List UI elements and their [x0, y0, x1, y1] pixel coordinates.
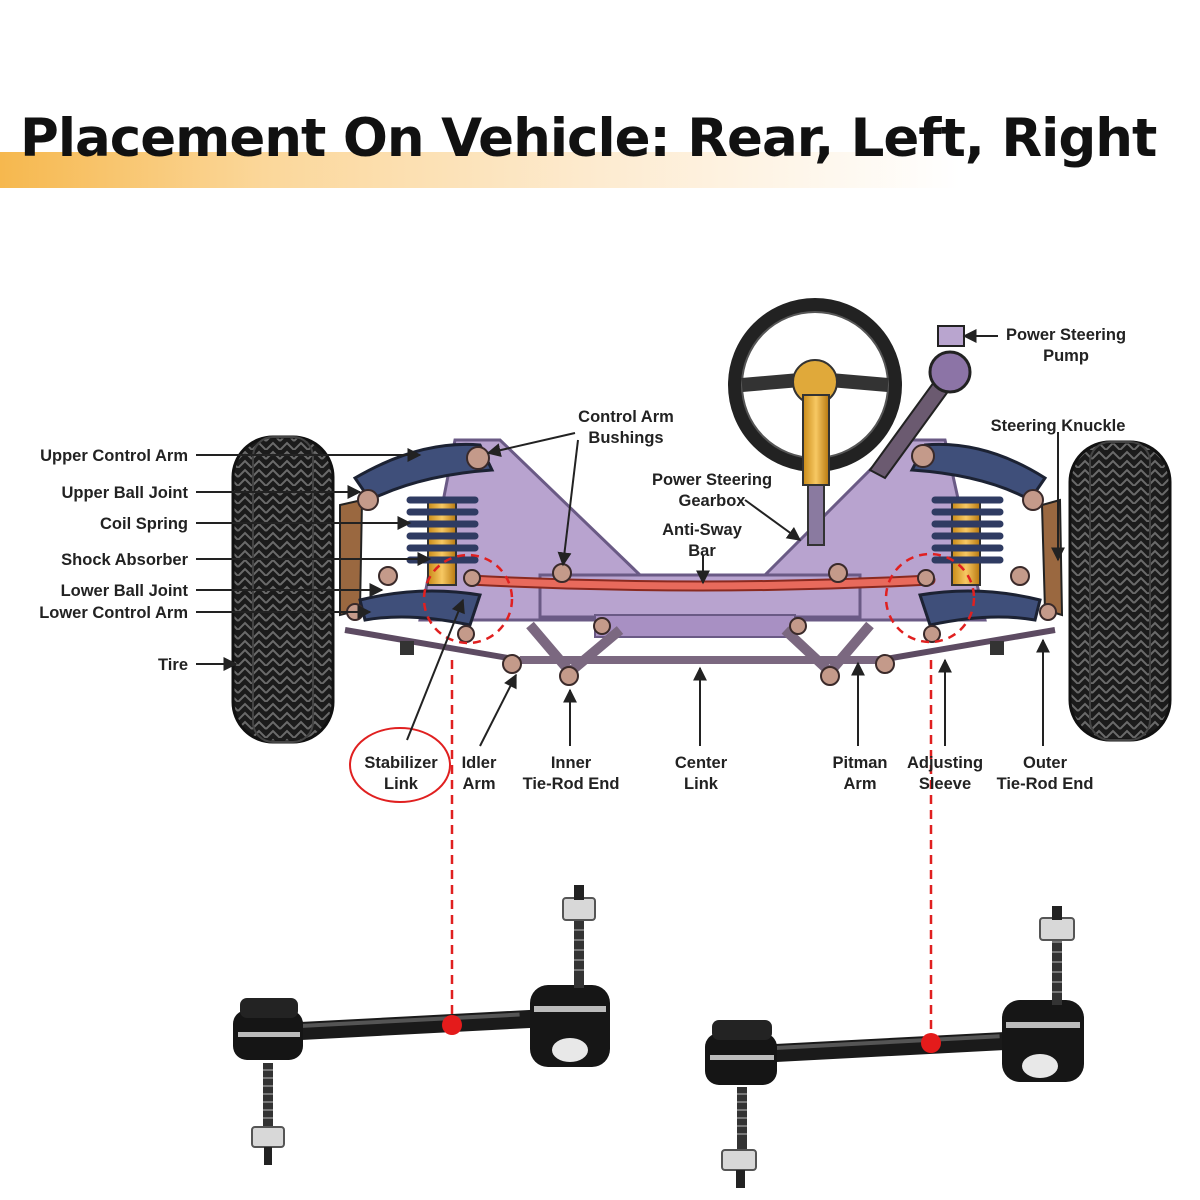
top-labels: Control Arm Bushings Power Steering Gear… — [578, 326, 1126, 560]
bushings — [346, 444, 1057, 686]
label-idler-arm-2: Arm — [462, 775, 495, 793]
left-stabilizer-highlight — [422, 553, 514, 645]
label-inner-tie-rod-end-1: Inner — [551, 754, 592, 772]
label-adjusting-sleeve-2: Sleeve — [919, 775, 971, 793]
label-power-steering-gearbox-1: Power Steering — [652, 471, 772, 489]
right-lower-control-arm — [918, 589, 1042, 627]
label-control-arm-bushings-2: Bushings — [588, 429, 663, 447]
anti-sway-bar — [466, 576, 934, 590]
left-lower-control-arm — [358, 589, 482, 627]
label-control-arm-bushings-1: Control Arm — [578, 408, 674, 426]
label-pitman-arm-2: Arm — [843, 775, 876, 793]
label-power-steering-pump-1: Power Steering — [1006, 326, 1126, 344]
label-stabilizer-link-1: Stabilizer — [364, 754, 438, 772]
right-coil-spring — [931, 496, 1004, 586]
right-stabilizer-highlight — [884, 552, 976, 644]
label-anti-sway-bar-2: Bar — [688, 542, 716, 560]
label-anti-sway-bar-1: Anti-Sway — [662, 521, 743, 539]
label-center-link-2: Link — [684, 775, 719, 793]
label-steering-knuckle: Steering Knuckle — [991, 417, 1126, 435]
left-steering-knuckle — [339, 498, 364, 617]
label-lower-ball-joint: Lower Ball Joint — [61, 582, 189, 600]
label-upper-control-arm: Upper Control Arm — [40, 447, 188, 465]
label-shock-absorber: Shock Absorber — [61, 551, 188, 569]
label-center-link-1: Center — [675, 754, 728, 772]
label-adjusting-sleeve-1: Adjusting — [907, 754, 983, 772]
left-coil-spring — [406, 496, 479, 586]
label-tire: Tire — [158, 656, 188, 674]
page-title: Placement On Vehicle: Rear, Left, Right — [20, 108, 1157, 169]
label-lower-control-arm: Lower Control Arm — [39, 604, 188, 622]
left-link-marker — [442, 1015, 462, 1035]
top-leader-lines — [486, 329, 1065, 585]
stabilizer-link-product-left — [233, 885, 610, 1165]
label-power-steering-gearbox-2: Gearbox — [679, 492, 747, 510]
right-tire — [1068, 440, 1172, 742]
label-outer-tie-rod-end-2: Tie-Rod End — [997, 775, 1094, 793]
headline-accent-band — [0, 152, 1200, 188]
right-link-marker — [921, 1033, 941, 1053]
label-upper-ball-joint: Upper Ball Joint — [61, 484, 188, 502]
label-idler-arm-1: Idler — [462, 754, 497, 772]
left-upper-control-arm — [352, 442, 495, 502]
steering-column — [802, 394, 830, 486]
label-outer-tie-rod-end-1: Outer — [1023, 754, 1068, 772]
steering-wheel — [728, 298, 902, 546]
stabilizer-link-product-right — [705, 906, 1084, 1188]
left-leader-lines — [196, 448, 432, 671]
label-power-steering-pump-2: Pump — [1043, 347, 1089, 365]
stabilizer-label-highlight — [349, 727, 451, 803]
bottom-labels: Stabilizer Link Idler Arm Inner Tie-Rod … — [364, 754, 1093, 793]
bottom-leader-lines — [406, 598, 1050, 747]
left-labels: Upper Control Arm Upper Ball Joint Coil … — [39, 447, 188, 674]
label-coil-spring: Coil Spring — [100, 515, 188, 533]
right-upper-control-arm — [909, 442, 1048, 502]
label-pitman-arm-1: Pitman — [832, 754, 887, 772]
label-stabilizer-link-2: Link — [384, 775, 419, 793]
label-inner-tie-rod-end-2: Tie-Rod End — [523, 775, 620, 793]
